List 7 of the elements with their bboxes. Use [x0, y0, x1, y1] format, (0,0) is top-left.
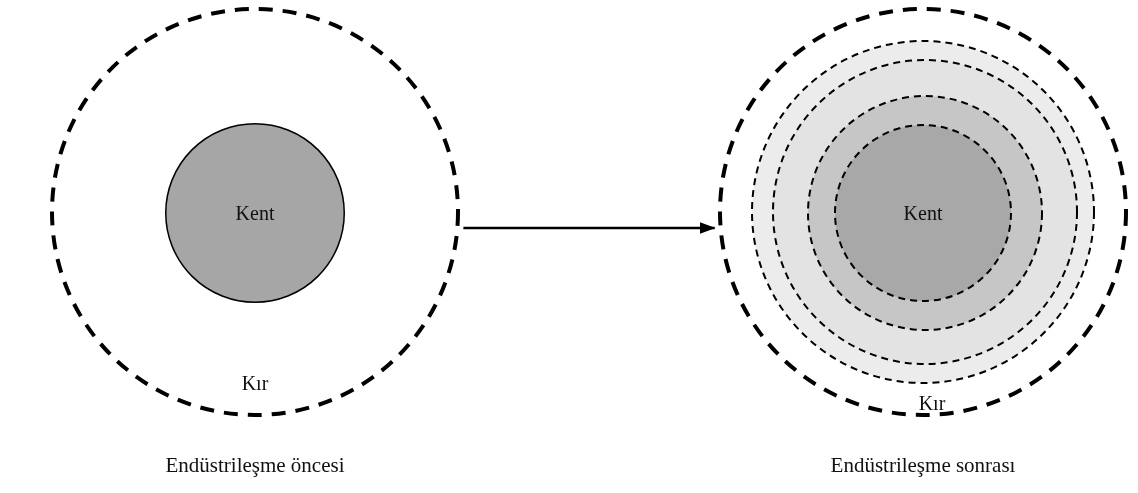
region-label: Kent	[235, 201, 275, 225]
region-label: Kır	[918, 391, 946, 415]
arrow	[463, 222, 716, 234]
stage-label: Endüstrileşme sonrası	[830, 452, 1016, 478]
region-label: Kır	[241, 371, 269, 395]
region-label: Kent	[903, 201, 943, 225]
stage-label: Endüstrileşme öncesi	[165, 452, 345, 478]
